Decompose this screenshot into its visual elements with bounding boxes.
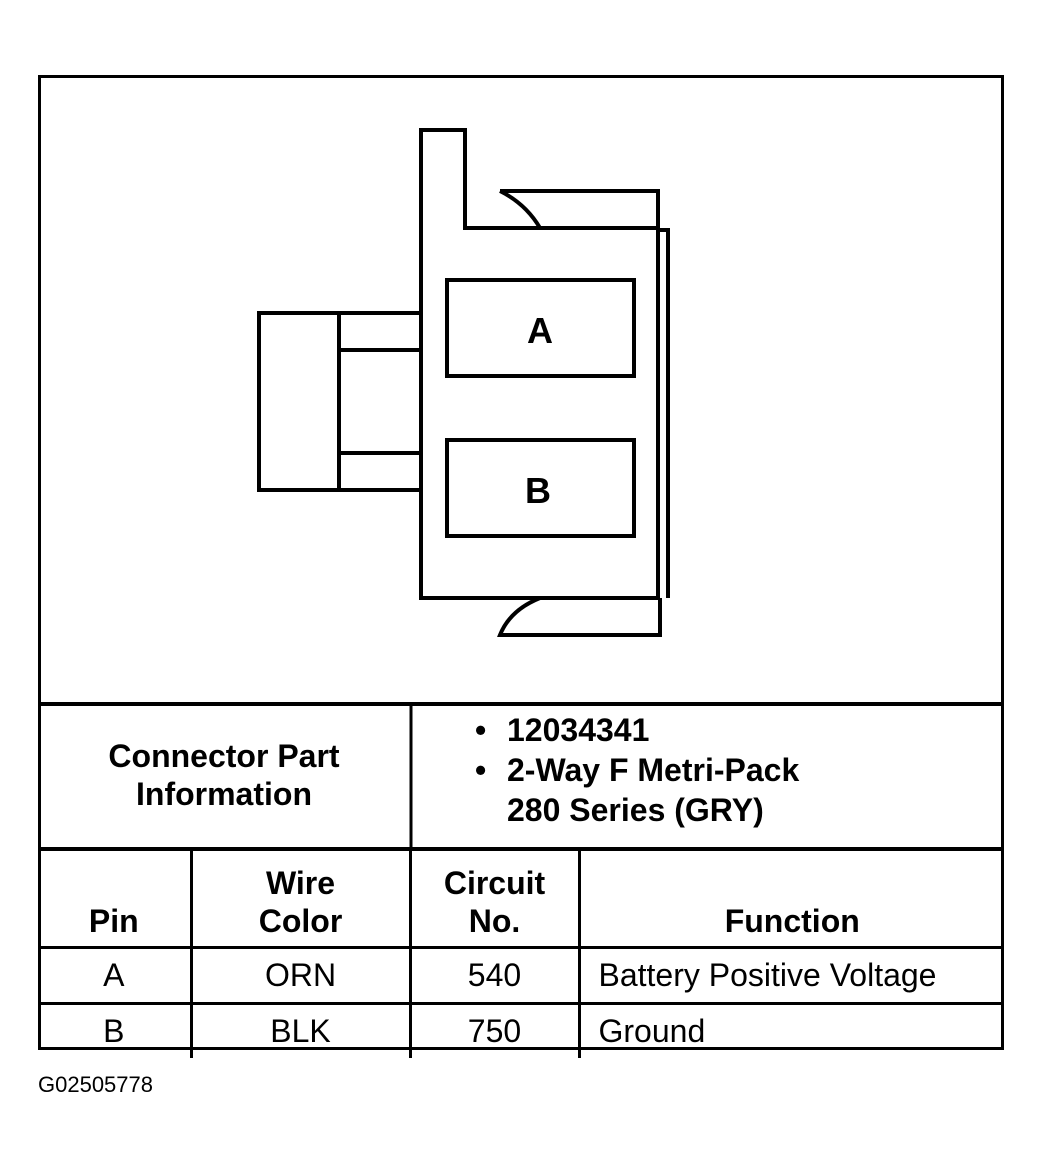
cell-pin: B [38,1003,193,1058]
cavity-a [445,278,636,378]
bullet-icon: • [475,752,487,788]
header-pin: Pin [38,848,193,949]
connector-info-label-line1: Connector Part [108,738,340,774]
connector-info-item: • 2-Way F Metri-Pack 280 Series (GRY) [413,750,1003,830]
connector-info-list: • 12034341 • 2-Way F Metri-Pack 280 Seri… [413,702,1003,848]
top-latch [499,189,660,230]
cell-pin: A [38,947,193,1005]
table-row: B BLK 750 Ground [38,1003,1004,1058]
cell-wire-color: BLK [191,1003,412,1058]
connector-part-information: Connector Part Information • 12034341 • … [38,702,1004,848]
connector-type-line2: 280 Series (GRY) [507,792,764,828]
connector-body [419,128,660,600]
figure-id: G02505778 [38,1072,153,1097]
cell-circuit: 750 [410,1003,581,1058]
bullet-icon: • [475,712,487,748]
cavity-b [445,438,636,538]
connector-type-line1: 2-Way F Metri-Pack [507,752,800,788]
connector-info-label: Connector Part Information [38,702,410,848]
cavity-b-label: B [525,470,551,511]
header-function: Function [579,848,1004,949]
cell-wire-color: ORN [191,947,412,1005]
cell-function: Ground [598,1013,706,1049]
cell-function: Battery Positive Voltage [579,947,1004,1005]
bottom-latch [497,596,662,637]
table-row: A ORN 540 Battery Positive Voltage [38,947,1004,1005]
cell-circuit: 540 [410,947,581,1005]
cavity-a-label: A [527,310,553,351]
connector-info-label-line2: Information [136,776,312,812]
part-number: 12034341 [507,712,650,748]
connector-side-rail [658,228,670,598]
connector-info-item: • 12034341 [413,710,1003,750]
